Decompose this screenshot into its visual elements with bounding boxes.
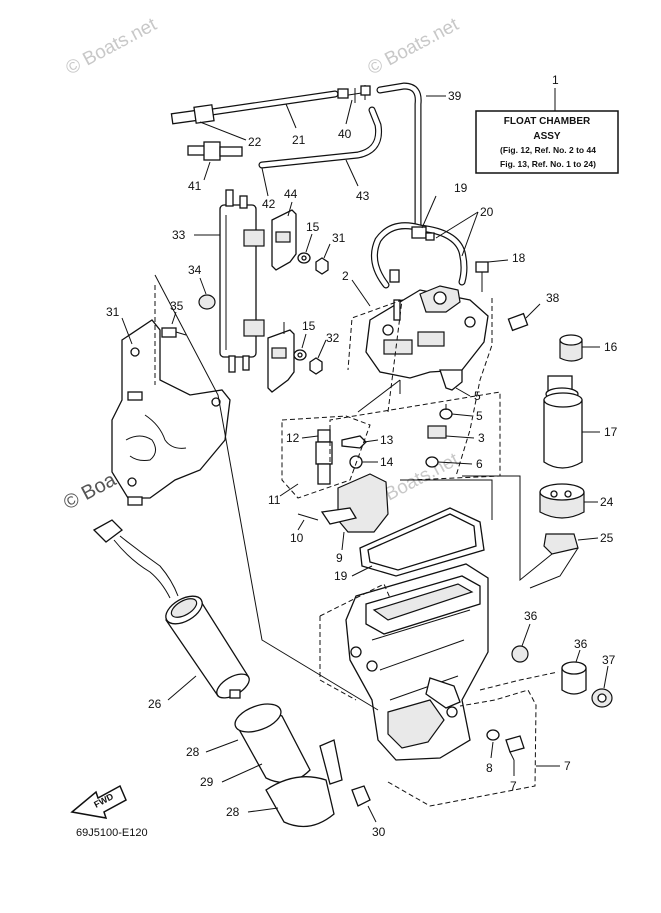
float-chamber-body: [345, 563, 613, 761]
callout-28: 28: [186, 745, 200, 759]
fwd-arrow: FWD: [70, 784, 127, 819]
callout-31-lower: 32: [326, 331, 340, 345]
watermark: © Boats.net: [62, 14, 160, 80]
callout-36-right: 37: [602, 653, 616, 667]
callout-18: 24: [600, 495, 614, 509]
callout-10: 10: [290, 531, 304, 545]
title-box-line3: (Fig. 12, Ref. No. 2 to 44: [500, 145, 596, 155]
callout-6: 7: [564, 759, 571, 773]
callout-3: 3: [478, 431, 485, 445]
callout-34: 35: [170, 299, 184, 313]
callout-42: 43: [356, 189, 370, 203]
callout-11: 11: [268, 493, 281, 507]
callout-29: 30: [372, 825, 386, 839]
callout-20: 18: [512, 251, 526, 265]
callout-22: 19: [454, 181, 468, 195]
callout-19: 25: [600, 531, 614, 545]
callout-7: 7: [510, 779, 517, 793]
callout-4: 5: [474, 389, 481, 403]
callout-9: 9: [336, 551, 343, 565]
callout-15: 15: [306, 220, 320, 234]
callout-26: 26: [148, 697, 162, 711]
callout-5: 5: [476, 409, 483, 423]
callout-41: 42: [262, 197, 276, 211]
callout-38: 39: [448, 89, 462, 103]
leader-lines: [154, 274, 579, 711]
bracket-plate: [111, 319, 231, 506]
callout-21: 19: [334, 569, 348, 583]
float-chamber-top: [297, 261, 529, 577]
callout-8: 8: [486, 761, 493, 775]
callout-25: 22: [248, 135, 262, 149]
callout-13: 13: [380, 433, 394, 447]
fuel-filter: [92, 519, 371, 828]
top-hoses: [170, 82, 468, 289]
callout-17: 17: [604, 425, 618, 439]
title-box-line1: FLOAT CHAMBER: [504, 116, 591, 127]
drawing-code: 69J5100-E120: [76, 827, 148, 839]
callout-12: 12: [286, 431, 300, 445]
title-box-line4: Fig. 13, Ref. No. 1 to 24): [500, 159, 596, 169]
callout-15-lower: 15: [302, 319, 316, 333]
callout-2: 2: [342, 269, 349, 283]
callout-37: 38: [546, 291, 560, 305]
vapor-separator: [161, 189, 329, 393]
callout-14: 14: [380, 455, 394, 469]
callout-30: 31: [106, 305, 120, 319]
callout-16: 16: [604, 340, 618, 354]
callout-31: 31: [332, 231, 346, 245]
callout-23: 20: [480, 205, 494, 219]
callout-5-lower: 6: [476, 457, 483, 471]
callout-36: 36: [524, 609, 538, 623]
callouts: 39 22 21 40 41 42 43 44 19 20 33 15: [106, 89, 618, 839]
callout-27: 28: [226, 805, 240, 819]
title-box-line2: ASSY: [533, 131, 561, 142]
watermark: © Boats.net: [364, 14, 462, 80]
callout-40: 41: [188, 179, 202, 193]
assembly-outlines: [154, 285, 559, 807]
callout-32: 33: [172, 228, 186, 242]
callout-35: 36: [574, 637, 588, 651]
callout-24: 21: [292, 133, 306, 147]
callout-33: 34: [188, 263, 202, 277]
callout-43: 44: [284, 187, 298, 201]
callout-28-lower: 29: [200, 775, 214, 789]
callout-1: 1: [552, 73, 559, 87]
title-box: 1 FLOAT CHAMBER ASSY (Fig. 12, Ref. No. …: [475, 73, 619, 174]
fuel-pump-assy: [539, 334, 585, 555]
callout-39: 40: [338, 127, 352, 141]
